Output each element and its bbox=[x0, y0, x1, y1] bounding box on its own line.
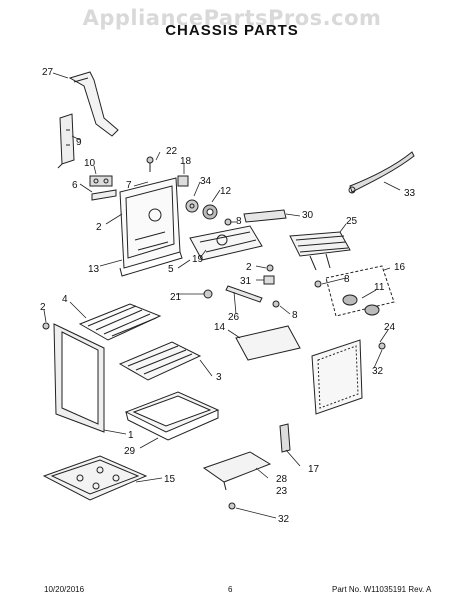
callout-10: 10 bbox=[84, 158, 96, 169]
callout-1: 1 bbox=[128, 430, 134, 441]
part-side-panel-24 bbox=[311, 339, 363, 415]
callout-14: 14 bbox=[214, 322, 226, 333]
part-ignitor-26 bbox=[225, 285, 263, 303]
callout-29: 29 bbox=[124, 446, 136, 457]
callout-30: 30 bbox=[302, 210, 314, 221]
part-broiler-rack-3 bbox=[118, 341, 202, 381]
callout-2c: 2 bbox=[40, 302, 46, 313]
callout-9: 9 bbox=[76, 137, 82, 148]
callout-28: 28 bbox=[276, 474, 288, 485]
part-screw-32b bbox=[228, 502, 236, 510]
callout-18: 18 bbox=[180, 156, 192, 167]
callout-23: 23 bbox=[276, 486, 288, 497]
callout-11: 11 bbox=[374, 282, 385, 293]
callout-8a: 8 bbox=[236, 216, 242, 227]
callout-7: 7 bbox=[126, 180, 132, 191]
part-wire-harness-33 bbox=[348, 151, 415, 194]
part-valve-21 bbox=[203, 289, 213, 299]
footer-part-number: Part No. W11035191 Rev. A bbox=[332, 585, 432, 594]
callout-26: 26 bbox=[228, 312, 240, 323]
footer-page-number: 6 bbox=[228, 585, 233, 594]
part-oven-rack-4 bbox=[78, 303, 162, 341]
part-bracket-6 bbox=[91, 189, 117, 201]
callout-8b: 8 bbox=[344, 274, 350, 285]
callout-2a: 2 bbox=[96, 222, 102, 233]
callout-15: 15 bbox=[164, 474, 176, 485]
callout-33: 33 bbox=[404, 188, 416, 199]
callout-5: 5 bbox=[168, 264, 174, 275]
callout-25: 25 bbox=[346, 216, 358, 227]
footer-date: 10/20/2016 bbox=[44, 585, 85, 594]
page-title: CHASSIS PARTS bbox=[165, 22, 299, 39]
part-heat-shield-14 bbox=[235, 325, 301, 361]
part-bracket-17 bbox=[279, 423, 291, 453]
callout-16: 16 bbox=[394, 262, 406, 273]
part-bracket-27 bbox=[68, 71, 119, 137]
part-screw-2c bbox=[42, 322, 50, 330]
callout-32a: 32 bbox=[372, 366, 384, 377]
callout-8c: 8 bbox=[292, 310, 298, 321]
callout-24: 24 bbox=[384, 322, 396, 333]
part-motor-12 bbox=[202, 204, 218, 220]
part-bracket-28 bbox=[202, 451, 272, 491]
part-side-bracket-9 bbox=[57, 113, 75, 169]
part-screw-32a bbox=[378, 342, 386, 350]
part-fan-34 bbox=[185, 199, 199, 213]
part-screw-8b bbox=[272, 300, 280, 308]
part-knob-group-16 bbox=[325, 265, 395, 317]
callout-27: 27 bbox=[42, 67, 54, 78]
callout-4: 4 bbox=[62, 294, 68, 305]
callout-19: 19 bbox=[192, 254, 204, 265]
part-door-frame-1 bbox=[53, 323, 105, 433]
callout-2b: 2 bbox=[246, 262, 252, 273]
callout-32b: 32 bbox=[278, 514, 290, 525]
callout-22: 22 bbox=[166, 146, 178, 157]
part-drawer-29 bbox=[124, 391, 220, 441]
part-broil-element-25 bbox=[289, 231, 351, 271]
callout-6: 6 bbox=[72, 180, 78, 191]
part-burner-assembly-19 bbox=[189, 225, 263, 261]
part-screw-22 bbox=[146, 156, 154, 172]
callout-13: 13 bbox=[88, 264, 100, 275]
callout-31: 31 bbox=[240, 276, 252, 287]
part-switch-10 bbox=[89, 175, 113, 187]
part-screw-2b bbox=[266, 264, 274, 272]
callout-17: 17 bbox=[308, 464, 320, 475]
watermark-text: AppliancePartsPros.com bbox=[82, 6, 382, 30]
callout-3: 3 bbox=[216, 372, 222, 383]
part-bracket-30 bbox=[243, 209, 287, 223]
callout-34: 34 bbox=[200, 176, 212, 187]
callout-21: 21 bbox=[170, 292, 182, 303]
part-rear-frame bbox=[119, 177, 183, 277]
part-screw-8c bbox=[314, 280, 322, 288]
part-bottom-pan-15 bbox=[42, 455, 148, 501]
part-switch-18 bbox=[177, 175, 189, 187]
callout-12: 12 bbox=[220, 186, 232, 197]
part-clip-31 bbox=[263, 275, 275, 285]
